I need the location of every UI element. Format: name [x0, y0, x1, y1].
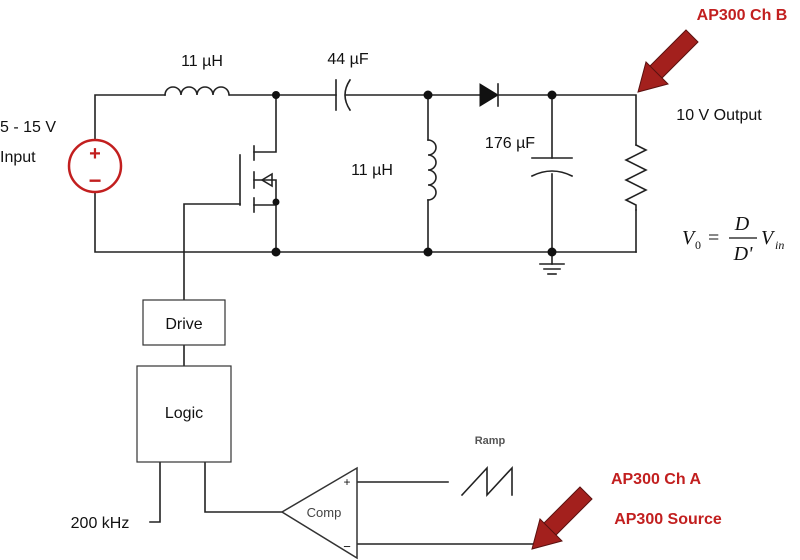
eq-lhs: V: [682, 227, 697, 249]
probe-arrow-ch-a-icon: [531, 486, 593, 550]
load-resistor-icon: [624, 143, 648, 211]
capacitor-output-label: 176 µF: [485, 135, 535, 152]
inductor-top-icon: [164, 86, 230, 96]
probe-source-label: AP300 Source: [614, 511, 722, 528]
junction-dots: [271, 90, 557, 257]
diode-icon: [479, 83, 499, 107]
drive-label: Drive: [165, 316, 202, 333]
comparator-label: Comp: [307, 505, 342, 520]
comparator-icon: [280, 466, 358, 560]
inductor-shunt-label: 11 µH: [351, 162, 393, 179]
voltage-source-icon: + −: [67, 138, 123, 194]
eq-denominator: D': [733, 243, 753, 265]
eq-rhs: V: [761, 227, 776, 249]
probe-arrow-ch-b-icon: [637, 29, 699, 93]
mosfet-icon: [239, 145, 255, 213]
frequency-label: 200 kHz: [71, 515, 130, 532]
inductor-top-label: 11 µH: [181, 53, 223, 70]
probe-ch-a-label: AP300 Ch A: [611, 471, 702, 488]
eq-rhs-sub: in: [775, 238, 784, 252]
logic-label: Logic: [165, 405, 203, 422]
ramp-waveform-icon: [460, 465, 513, 498]
capacitor-output-icon: [530, 157, 574, 178]
drive-box: [142, 299, 226, 346]
logic-box: [136, 365, 232, 463]
input-word-label: Input: [0, 149, 36, 166]
wires: [94, 94, 637, 545]
source-minus-sign: −: [89, 168, 102, 193]
source-plus-sign: +: [89, 143, 101, 165]
output-label: 10 V Output: [676, 107, 762, 124]
capacitor-series-icon: [335, 78, 352, 112]
capacitor-series-label: 44 µF: [327, 51, 368, 68]
comparator-plus: +: [343, 475, 350, 489]
eq-lhs-sub: 0: [695, 238, 701, 252]
input-voltage-label: 5 - 15 V: [0, 119, 56, 136]
comparator-minus: −: [343, 539, 351, 554]
eq-numerator: D: [734, 213, 750, 235]
ramp-label: Ramp: [475, 435, 506, 447]
transfer-equation: V 0 = D D' V in: [682, 213, 784, 265]
eq-equals: =: [708, 227, 719, 249]
probe-ch-b-label: AP300 Ch B: [697, 7, 788, 24]
inductor-shunt-icon: [427, 139, 437, 201]
